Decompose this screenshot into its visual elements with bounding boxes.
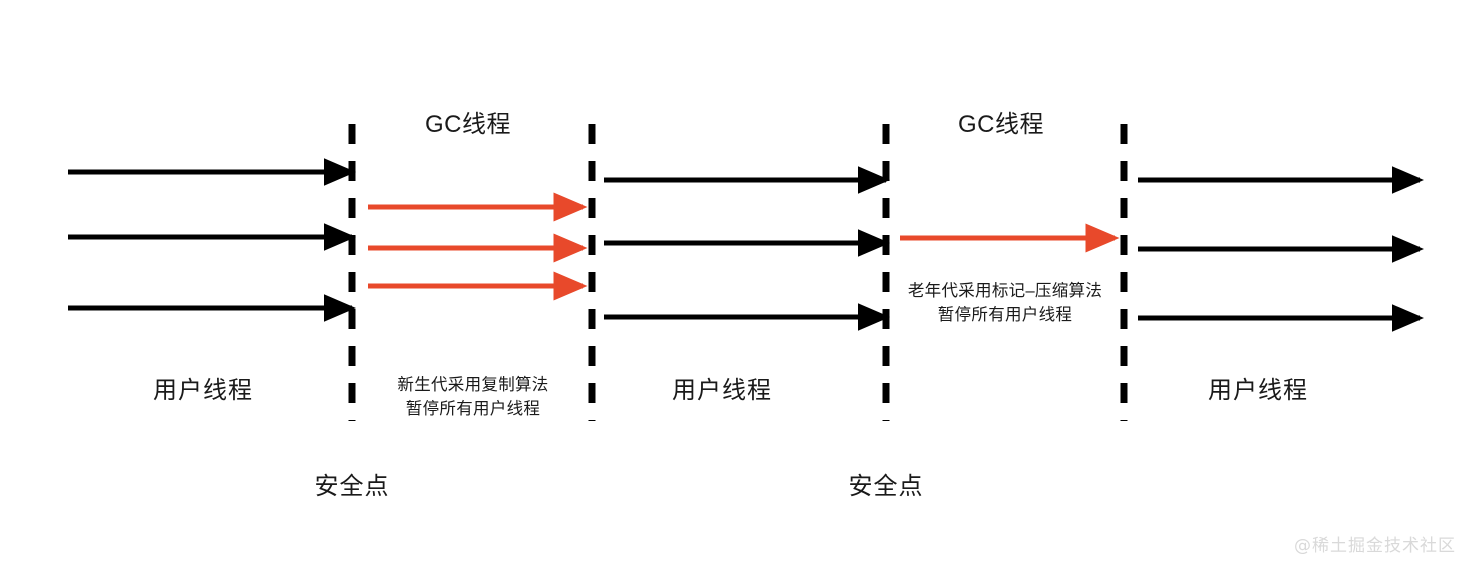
user-thread-label-1: 用户线程 [153, 377, 253, 404]
safepoint-label-1: 安全点 [314, 473, 390, 500]
watermark: @稀土掘金技术社区 [1294, 536, 1456, 556]
gc-thread-label-2: GC线程 [958, 111, 1044, 138]
user-thread-arrow-group [68, 158, 1425, 332]
gc-thread-label-1: GC线程 [425, 111, 511, 138]
gc-note-1-line-2: 暂停所有用户线程 [405, 400, 541, 418]
gc-thread-arrow-group [368, 192, 1120, 301]
gc-note-2-line-2: 暂停所有用户线程 [937, 306, 1073, 324]
user-thread-label-3: 用户线程 [1208, 377, 1308, 404]
gc-note-2: 老年代采用标记–压缩算法 暂停所有用户线程 [875, 280, 1135, 328]
gc-note-2-line-1: 老年代采用标记–压缩算法 [907, 282, 1103, 301]
user-thread-label-2: 用户线程 [672, 377, 772, 404]
gc-note-1: 新生代采用复制算法 暂停所有用户线程 [343, 374, 603, 422]
gc-note-1-line-1: 新生代采用复制算法 [397, 376, 549, 395]
safepoint-label-2: 安全点 [848, 473, 924, 500]
